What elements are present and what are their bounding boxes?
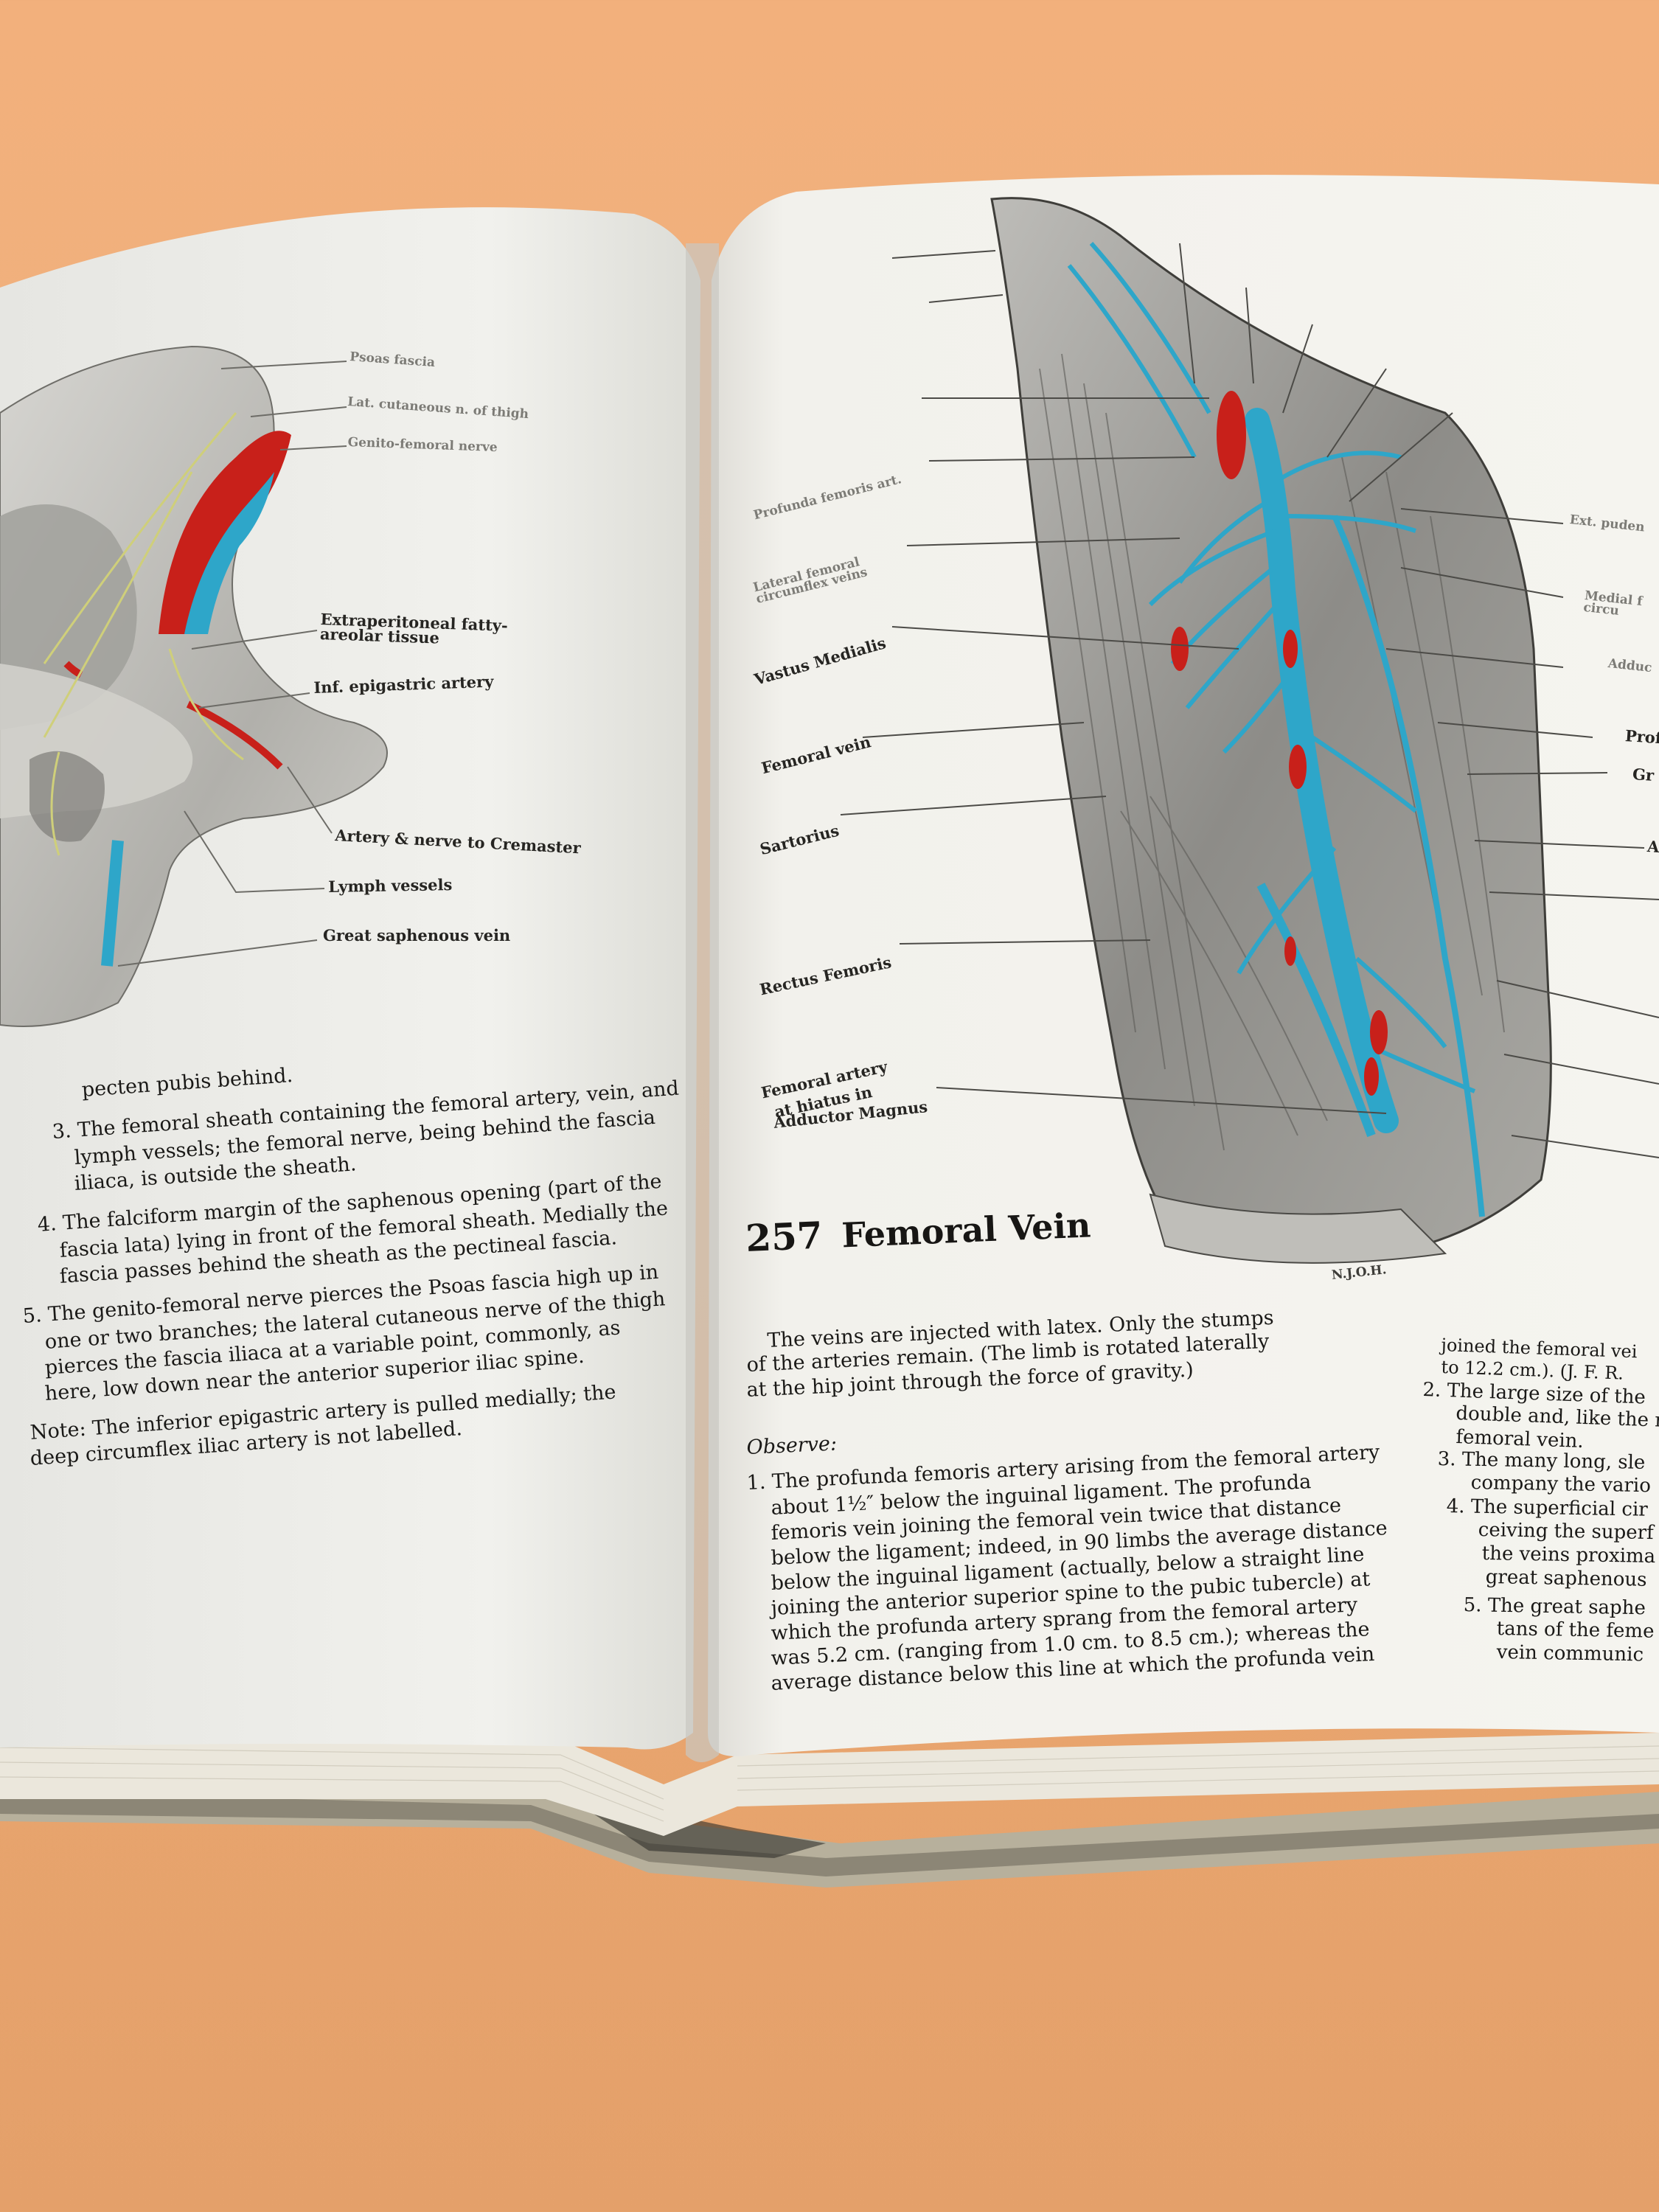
col2-line-5: femoral vein.: [1455, 1426, 1585, 1453]
section-number: 257: [745, 1213, 824, 1260]
col2-line-10: the veins proxima: [1481, 1543, 1656, 1568]
label-edge-5: Gr: [1632, 765, 1655, 785]
col2-line-7: company the vario: [1470, 1472, 1652, 1498]
col2-line-13: tans of the feme: [1496, 1618, 1655, 1643]
col2-line-14: vein communic: [1496, 1641, 1644, 1666]
col2-line-12: 5. The great saphe: [1463, 1594, 1646, 1620]
label-lymph-vessels: Lymph vessels: [328, 875, 453, 896]
col2-line-6: 3. The many long, sle: [1437, 1448, 1646, 1474]
col2-line-11: great saphenous: [1485, 1566, 1647, 1591]
label-edge-4: Prof: [1624, 726, 1659, 748]
observe-label: Observe:: [745, 1432, 838, 1459]
col2-line-8: 4. The superficial cir: [1446, 1495, 1648, 1521]
label-great-saphenous-vein: Great saphenous vein: [323, 926, 511, 945]
col2-line-9: ceiving the superf: [1478, 1519, 1654, 1545]
label-edge-6: A: [1646, 837, 1659, 857]
